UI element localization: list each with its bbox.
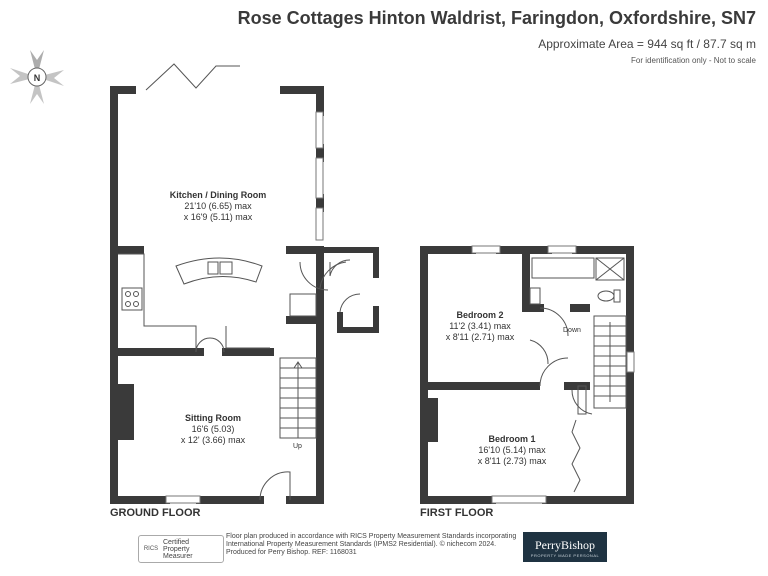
rics-certified-badge: RICS Certified Property Measurer <box>138 535 224 563</box>
ground-floor-label: GROUND FLOOR <box>110 507 200 519</box>
first-floor-label: FIRST FLOOR <box>420 507 493 519</box>
stairs-down-label: Down <box>563 327 581 334</box>
disclaimer-line-3: Produced for Perry Bishop. REF: 1168031 <box>226 549 357 556</box>
sitting-room-name: Sitting Room <box>185 413 241 423</box>
bifold-doors <box>145 63 240 91</box>
kitchen-name: Kitchen / Dining Room <box>170 190 267 200</box>
bedroom1-dim2: x 8'11 (2.73) max <box>478 456 547 466</box>
rics-logo: RICS <box>143 546 159 552</box>
compass-icon: N <box>10 50 64 104</box>
compass-north-label: N <box>34 73 41 83</box>
stairs-up-label: Up <box>293 443 302 450</box>
bedroom1-chimney <box>428 398 438 442</box>
front-door-swing <box>259 471 291 501</box>
bedroom2-dim2: x 8'11 (2.71) max <box>446 332 515 342</box>
bedroom2-name: Bedroom 2 <box>456 310 503 320</box>
porch-door-swings <box>299 259 361 313</box>
first-floor-door-swings <box>529 307 593 493</box>
ground-floor-stairs <box>279 357 317 439</box>
disclaimer: Floor plan produced in accordance with R… <box>226 533 526 557</box>
rics-line-1: Certified <box>163 538 190 546</box>
kitchen-units <box>118 253 317 353</box>
brand-logo: PerryBishop PROPERTY MADE PERSONAL <box>523 532 607 562</box>
porch-walls <box>320 247 379 333</box>
identification-note: For identification only - Not to scale <box>631 56 756 65</box>
ground-floor-windows <box>165 111 324 504</box>
bedroom2-dim1: 11'2 (3.41) max <box>449 321 511 331</box>
ground-floor-walls <box>110 86 324 504</box>
bathroom-fittings <box>529 257 625 305</box>
fireplace <box>118 384 134 440</box>
first-floor-walls <box>420 246 634 504</box>
approximate-area: Approximate Area = 944 sq ft / 87.7 sq m <box>538 37 756 51</box>
disclaimer-line-2: International Property Measurement Stand… <box>226 541 497 548</box>
bedroom1-name: Bedroom 1 <box>488 434 535 444</box>
sitting-room-dim1: 16'6 (5.03) <box>192 424 235 434</box>
disclaimer-line-1: Floor plan produced in accordance with R… <box>226 533 517 540</box>
brand-name: PerryBishop <box>535 538 595 552</box>
rics-line-3: Measurer <box>163 552 193 560</box>
kitchen-dim2: x 16'9 (5.11) max <box>184 212 253 222</box>
first-floor-stairs <box>593 315 627 409</box>
kitchen-dim1: 21'10 (6.65) max <box>184 201 252 211</box>
sitting-room-dim2: x 12' (3.66) max <box>181 435 246 445</box>
bedroom1-dim1: 16'10 (5.14) max <box>478 445 546 455</box>
brand-tagline: PROPERTY MADE PERSONAL <box>530 553 600 558</box>
plan-title: Rose Cottages Hinton Waldrist, Faringdon… <box>237 8 756 28</box>
first-floor-windows <box>471 245 635 504</box>
rics-line-2: Property <box>163 545 190 553</box>
